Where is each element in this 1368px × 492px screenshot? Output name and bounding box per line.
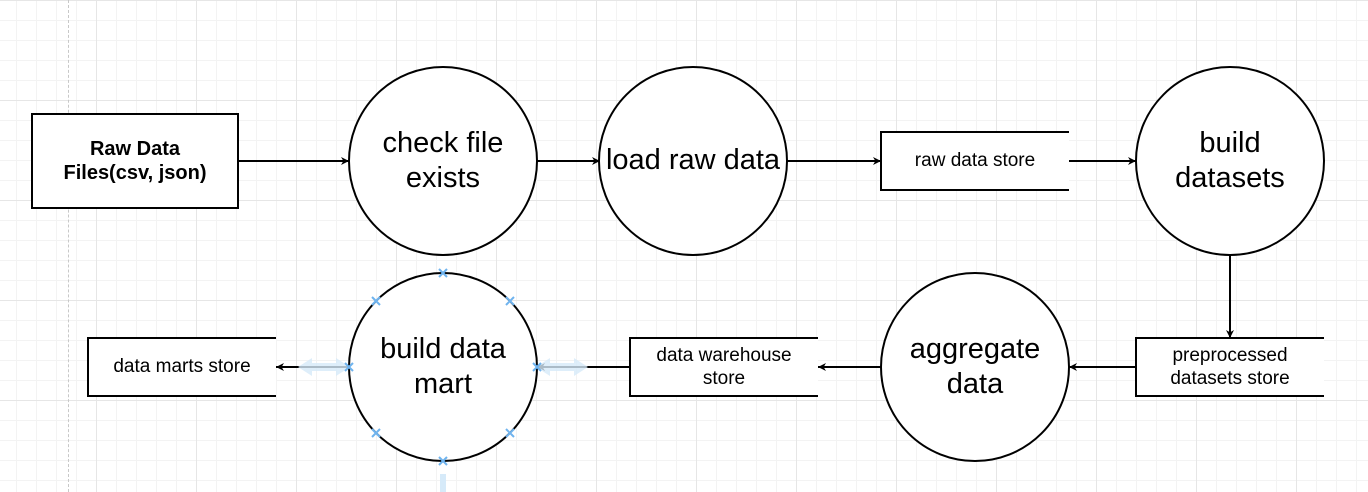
data-warehouse-store-shape[interactable]	[629, 337, 818, 397]
build-datasets-process[interactable]	[1135, 66, 1325, 256]
data-warehouse-store-label: data warehouse store	[656, 344, 792, 389]
handle-bottom[interactable]	[438, 456, 448, 466]
raw-data-store-shape[interactable]	[880, 131, 1069, 191]
selection-handles	[298, 268, 588, 492]
data-marts-store-label: data marts store	[113, 356, 251, 378]
aggregate-data-label: aggregate data	[909, 332, 1041, 400]
handle-bottom-right[interactable]	[505, 428, 515, 438]
connect-arrow-right[interactable]	[536, 358, 588, 376]
handle-top-left[interactable]	[371, 296, 381, 306]
connect-arrow-bottom[interactable]	[440, 474, 446, 492]
handle-bottom-left[interactable]	[371, 428, 381, 438]
preprocessed-datasets-store-shape[interactable]	[1135, 337, 1324, 397]
page-boundary-guide	[68, 0, 69, 492]
check-file-exists-process[interactable]	[348, 66, 538, 256]
handle-right[interactable]	[532, 362, 542, 372]
raw-data-files-label: Raw Data Files(csv, json)	[63, 137, 207, 184]
raw-data-store-label: raw data store	[914, 150, 1036, 172]
connect-arrow-left[interactable]	[298, 358, 350, 376]
build-data-mart-label: build data mart	[380, 332, 506, 400]
aggregate-data-process[interactable]	[880, 272, 1070, 462]
handle-left[interactable]	[344, 362, 354, 372]
data-marts-store-shape[interactable]	[87, 337, 276, 397]
handle-top-right[interactable]	[505, 296, 515, 306]
handle-top[interactable]	[438, 268, 448, 278]
preprocessed-datasets-store-label: preprocessed datasets store	[1170, 344, 1290, 389]
check-file-exists-label: check file exists	[382, 126, 504, 194]
load-raw-data-process[interactable]	[598, 66, 788, 256]
raw-data-files-entity[interactable]	[31, 113, 239, 209]
build-datasets-label: build datasets	[1175, 126, 1285, 194]
load-raw-data-label: load raw data	[605, 144, 781, 177]
